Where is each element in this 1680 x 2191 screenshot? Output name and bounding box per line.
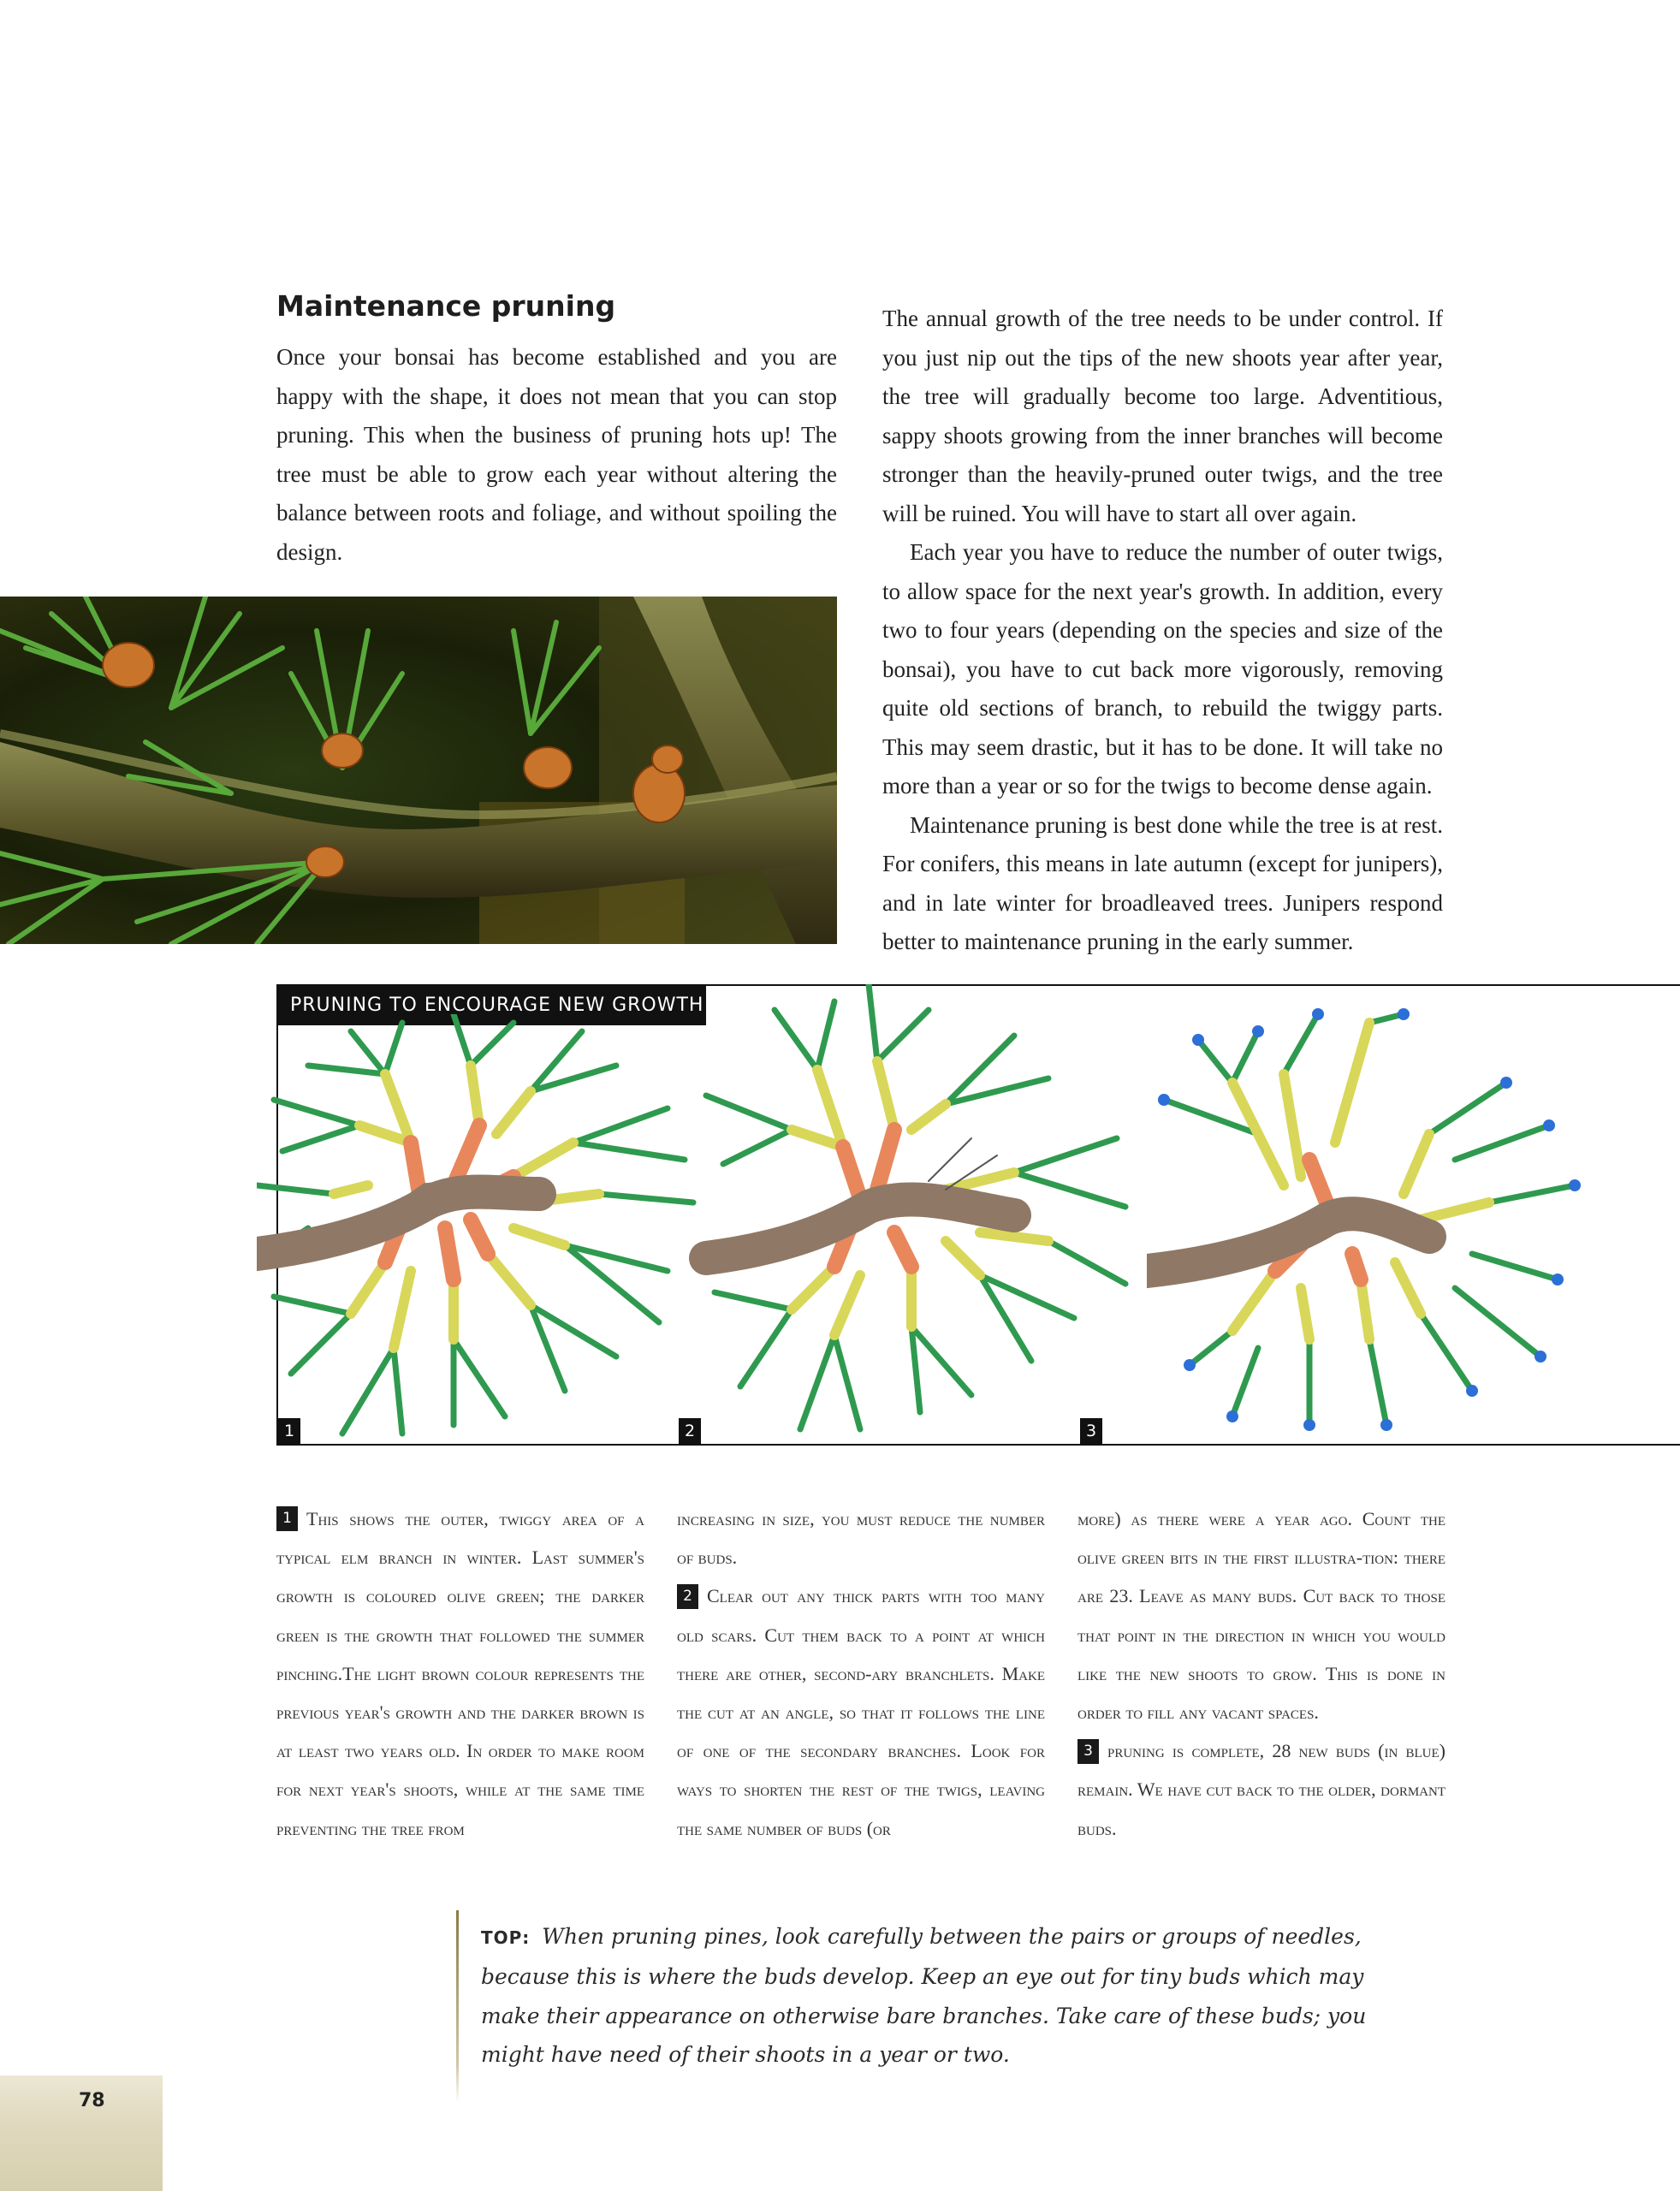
tip-label: TOP: (481, 1927, 531, 1948)
panel-number-2: 2 (679, 1418, 701, 1444)
caption-step-1-continued: increasing in size, you must reduce the … (677, 1508, 1045, 1569)
caption-column-3: more) as there were a year ago. Count th… (1077, 1499, 1446, 1848)
caption-step-3-text: pruning is complete, 28 new buds (in blu… (1077, 1740, 1446, 1839)
page-corner-tab (0, 2075, 163, 2191)
tip-text: When pruning pines, look carefully betwe… (481, 1924, 1367, 2067)
tip-box: TOP: When pruning pines, look carefully … (481, 1917, 1422, 2074)
tip-accent-bar (456, 1910, 459, 2103)
section-heading: Maintenance pruning (276, 289, 616, 323)
branch-diagram-3 (1147, 1008, 1581, 1431)
panel-number-1: 1 (278, 1418, 300, 1444)
intro-paragraph: Once your bonsai has become established … (276, 344, 837, 565)
caption-step-2-number: 2 (677, 1583, 698, 1609)
pine-branch-photo (0, 597, 837, 944)
caption-step-1-text: This shows the outer, twiggy area of a t… (276, 1508, 644, 1839)
illustration-bottom-rule (276, 1444, 1680, 1446)
caption-step-2-continued: more) as there were a year ago. Count th… (1077, 1508, 1446, 1724)
illustration-left-rule (276, 984, 278, 1445)
illustration-top-rule (276, 984, 1680, 986)
branch-diagram-2 (689, 984, 1129, 1433)
page-number: 78 (79, 2090, 105, 2111)
branch-diagram-1 (257, 1014, 697, 1437)
caption-step-1-number: 1 (276, 1506, 298, 1532)
body-paragraph-3: Maintenance pruning is best done while t… (882, 811, 1443, 955)
right-column: The annual growth of the tree needs to b… (882, 300, 1443, 962)
illustration-title: PRUNING TO ENCOURAGE NEW GROWTH (278, 986, 706, 1025)
panel-number-3: 3 (1080, 1418, 1102, 1444)
body-paragraph-2: Each year you have to reduce the number … (882, 539, 1443, 799)
intro-column: Once your bonsai has become established … (276, 338, 837, 572)
caption-step-2-text: Clear out any thick parts with too many … (677, 1585, 1045, 1839)
caption-column-2: increasing in size, you must reduce the … (677, 1499, 1045, 1848)
caption-step-3-number: 3 (1077, 1738, 1099, 1764)
body-paragraph-1: The annual growth of the tree needs to b… (882, 306, 1443, 526)
pine-branch-image (0, 597, 837, 944)
